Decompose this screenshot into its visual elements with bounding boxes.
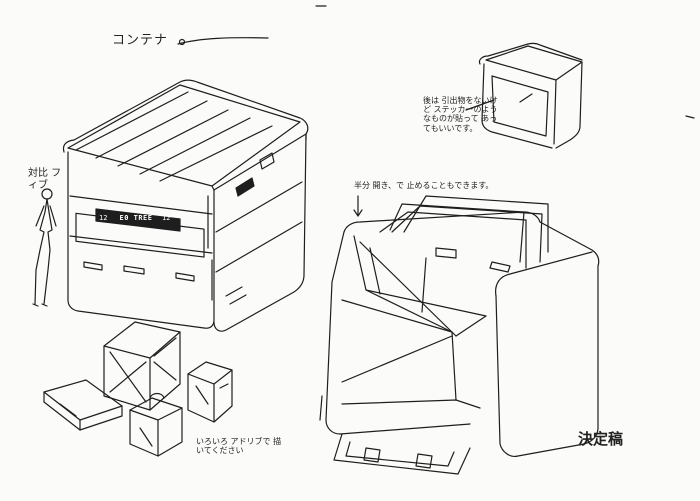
final-draft-label: 決定稿 bbox=[578, 430, 624, 448]
display-right-number: 12 bbox=[162, 214, 171, 222]
rear-view-note: 後は 引出物をないけど ステッカーのよう なものが貼って あってもいいです。 bbox=[423, 96, 498, 133]
open-container-drawing bbox=[319, 195, 600, 475]
props-note: いろいろ アドリブで 描いてください bbox=[196, 437, 282, 456]
main-container-drawing bbox=[62, 79, 309, 332]
scale-figure-note: 対比 フィブ bbox=[28, 168, 62, 191]
title-underline bbox=[177, 37, 269, 45]
half-open-note: 半分 開き、で 止めることもできます。 bbox=[354, 181, 494, 190]
container-display-text: E0 TREE bbox=[119, 214, 153, 222]
small-props-drawing bbox=[43, 321, 233, 457]
title-note: コンテナ bbox=[112, 33, 169, 48]
rear-view-drawing bbox=[465, 42, 583, 149]
scale-figure-drawing bbox=[32, 188, 57, 307]
display-left-number: 12 bbox=[99, 214, 108, 222]
title-mark bbox=[178, 38, 186, 46]
